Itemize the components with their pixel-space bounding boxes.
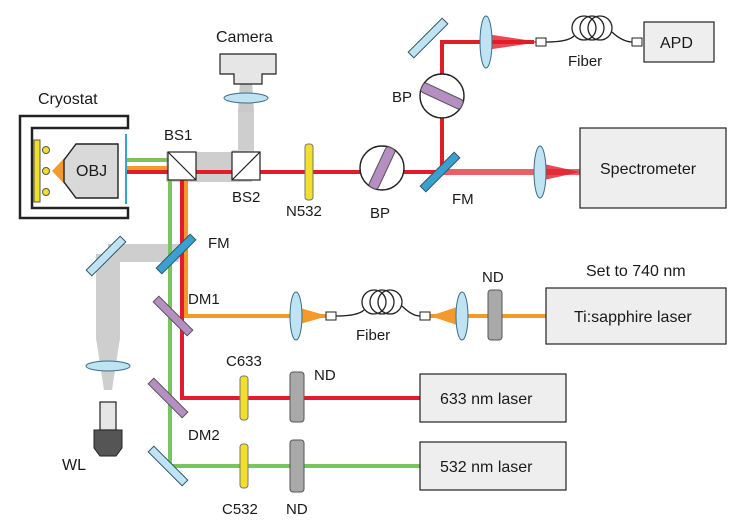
bs2-label: BS2 (232, 189, 260, 206)
nd-filter-633 (289, 371, 305, 423)
notch-filter-n532 (304, 143, 314, 201)
red-focus-apd (486, 34, 540, 50)
fm-left-label: FM (208, 235, 230, 252)
nd-tisapph-label: ND (482, 269, 504, 286)
bs1-label: BS1 (164, 127, 192, 144)
apd-label: APD (660, 35, 693, 52)
c532-label: C532 (222, 501, 258, 518)
bandpass-filter-lower (359, 145, 405, 191)
mirror-icon (147, 445, 189, 487)
fiber-coil-icon (335, 289, 421, 317)
red-focus-spec (544, 164, 580, 180)
fm-right-label: FM (452, 191, 474, 208)
bp-upper-label: BP (392, 89, 412, 106)
fiber-connector (325, 311, 337, 321)
camera-label: Camera (216, 29, 273, 46)
bandpass-filter-upper (419, 73, 465, 119)
spectrometer-label: Spectrometer (600, 161, 697, 178)
dm2-label: DM2 (188, 427, 220, 444)
lens-icon (479, 15, 493, 69)
beam-splitter-cube-icon (167, 151, 197, 181)
apd-box (643, 21, 715, 63)
c633-label: C633 (226, 353, 262, 370)
nd-633-label: ND (314, 367, 336, 384)
nd-532-label: ND (286, 501, 308, 518)
cleanup-filter-c633 (239, 375, 249, 421)
laser532-label: 532 nm laser (440, 459, 533, 476)
nd-filter-tisapph (487, 289, 503, 341)
cryostat-sample-holder (33, 139, 41, 203)
lens-icon (455, 291, 469, 341)
fiber-connector (419, 311, 431, 321)
objective-label: OBJ (76, 163, 107, 180)
wl-label: WL (62, 457, 86, 474)
lens-icon (289, 291, 303, 341)
objective (63, 143, 119, 199)
bp-lower-label: BP (370, 205, 390, 222)
lens-icon (533, 145, 547, 199)
cryostat-label: Cryostat (38, 91, 98, 108)
set-to-label: Set to 740 nm (586, 263, 686, 280)
laser633-label: 633 nm laser (440, 391, 533, 408)
red-beam (126, 40, 600, 400)
laser-633-box (419, 373, 567, 423)
mirror-icon (407, 17, 449, 59)
fiber-connector (535, 37, 547, 47)
mirror-icon (147, 377, 189, 419)
orange-focus-fiber (300, 308, 328, 324)
orange-focus-laser (430, 306, 460, 326)
fiber-connector (631, 37, 643, 47)
nd-filter-532 (289, 439, 305, 493)
mirror-icon (419, 151, 461, 193)
cryostat (18, 114, 130, 220)
white-light-source-icon (93, 401, 123, 457)
tisapph-label: Ti:sapphire laser (574, 309, 692, 326)
camera-icon (219, 53, 277, 85)
tisapph-laser-box (545, 287, 727, 345)
n532-label: N532 (286, 203, 322, 220)
dm1-label: DM1 (188, 291, 220, 308)
mirror-icon (155, 233, 197, 275)
mirror-icon (85, 235, 127, 277)
fiber-mid-label: Fiber (356, 327, 390, 344)
laser-532-box (419, 441, 567, 491)
cleanup-filter-c532 (239, 443, 249, 489)
fiber-top-label: Fiber (568, 53, 602, 70)
lens-icon (223, 92, 269, 104)
lens-icon (85, 360, 131, 372)
fiber-coil-icon (545, 15, 633, 43)
mirror-icon (152, 295, 194, 337)
spectrometer-box (579, 127, 727, 209)
beam-splitter-cube-icon (231, 151, 261, 181)
